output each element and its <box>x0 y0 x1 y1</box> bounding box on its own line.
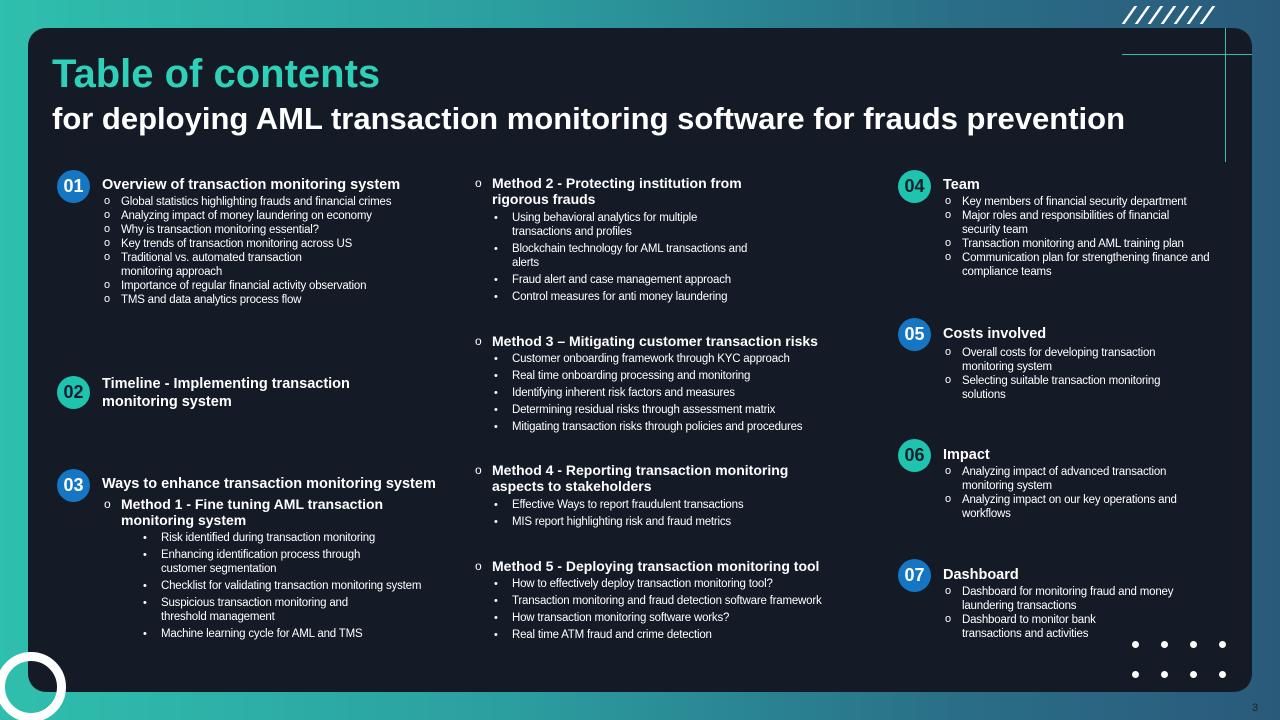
section-title: Dashboard <box>943 567 1019 583</box>
list-item: How to effectively deploy transaction mo… <box>492 577 883 591</box>
list-item: Determining residual risks through asses… <box>492 403 873 417</box>
list-item: Transaction monitoring and AML training … <box>943 236 1223 251</box>
list-item: MIS report highlighting risk and fraud m… <box>492 515 873 529</box>
section-overview: Overview of transaction monitoring syste… <box>102 177 452 307</box>
method-title: Method 3 – Mitigating customer transacti… <box>473 333 873 349</box>
list-item: Suspicious transaction monitoring and th… <box>141 596 381 624</box>
section-items: Overall costs for developing transaction… <box>943 345 1223 402</box>
method-title: Method 1 - Fine tuning AML transaction m… <box>102 496 392 528</box>
section-method-2: Method 2 - Protecting institution from r… <box>473 175 863 307</box>
list-item: Importance of regular financial activity… <box>102 278 452 293</box>
list-item: Risk identified during transaction monit… <box>141 531 451 545</box>
section-number-badge: 02 <box>57 376 90 409</box>
decorative-ring <box>0 652 66 720</box>
list-item: Identifying inherent risk factors and me… <box>492 386 873 400</box>
section-items: Dashboard for monitoring fraud and money… <box>943 584 1223 641</box>
section-number-badge: 06 <box>898 439 931 472</box>
list-item: Communication plan for strengthening fin… <box>943 250 1218 279</box>
decorative-horizontal-line <box>1122 54 1252 55</box>
list-item: Major roles and responsibilities of fina… <box>943 208 1193 237</box>
list-item: Transaction monitoring and fraud detecti… <box>492 594 883 608</box>
section-items: Analyzing impact of advanced transaction… <box>943 464 1223 521</box>
section-title: Overview of transaction monitoring syste… <box>102 177 401 193</box>
method-title: Method 5 - Deploying transaction monitor… <box>473 558 883 574</box>
list-item: Real time ATM fraud and crime detection <box>492 628 883 642</box>
section-items: Global statistics highlighting frauds an… <box>102 194 452 307</box>
method-items: How to effectively deploy transaction mo… <box>492 577 883 642</box>
section-team: Team Key members of financial security d… <box>943 177 1223 279</box>
section-method-4: Method 4 - Reporting transaction monitor… <box>473 462 873 532</box>
method-title: Method 2 - Protecting institution from r… <box>473 175 763 207</box>
list-item: Analyzing impact of money laundering on … <box>102 208 452 223</box>
list-item: TMS and data analytics process flow <box>102 292 452 307</box>
list-item: Analyzing impact on our key operations a… <box>943 492 1188 521</box>
section-method-3: Method 3 – Mitigating customer transacti… <box>473 333 873 437</box>
section-title: Costs involved <box>943 326 1047 342</box>
decorative-slashes <box>1121 6 1224 26</box>
section-costs: Costs involved Overall costs for develop… <box>943 326 1223 402</box>
method-title: Method 4 - Reporting transaction monitor… <box>473 462 803 494</box>
section-impact: Impact Analyzing impact of advanced tran… <box>943 447 1223 521</box>
section-method-5: Method 5 - Deploying transaction monitor… <box>473 558 883 645</box>
list-item: Machine learning cycle for AML and TMS <box>141 627 451 641</box>
section-number-badge: 03 <box>57 469 90 502</box>
method-items: Customer onboarding framework through KY… <box>492 352 873 434</box>
list-item: Overall costs for developing transaction… <box>943 345 1183 374</box>
list-item: Using behavioral analytics for multiple … <box>492 211 742 239</box>
list-item: Dashboard for monitoring fraud and money… <box>943 584 1193 613</box>
method-items: Effective Ways to report fraudulent tran… <box>492 498 873 529</box>
section-title: Impact <box>943 447 990 463</box>
decorative-vertical-line <box>1225 28 1226 162</box>
list-item: Checklist for validating transaction mon… <box>141 579 451 593</box>
list-item: Key trends of transaction monitoring acr… <box>102 236 452 251</box>
section-title: Timeline - Implementing transaction moni… <box>102 376 350 410</box>
section-number-badge: 01 <box>57 170 90 203</box>
list-item: How transaction monitoring software work… <box>492 611 883 625</box>
page-number: 3 <box>1252 702 1259 714</box>
list-item: Enhancing identification process through… <box>141 548 381 576</box>
list-item: Real time onboarding processing and moni… <box>492 369 873 383</box>
section-items: Key members of financial security depart… <box>943 194 1223 279</box>
section-ways-to-enhance: Ways to enhance transaction monitoring s… <box>102 476 452 644</box>
decorative-dots <box>1132 641 1248 678</box>
list-item: Dashboard to monitor bank transactions a… <box>943 612 1143 641</box>
section-number-badge: 04 <box>898 170 931 203</box>
method-items: Risk identified during transaction monit… <box>141 531 451 641</box>
list-item: Mitigating transaction risks through pol… <box>492 420 873 434</box>
section-number-badge: 05 <box>898 318 931 351</box>
list-item: Traditional vs. automated transaction mo… <box>102 250 342 279</box>
page-subtitle: for deploying AML transaction monitoring… <box>52 101 1126 136</box>
list-item: Selecting suitable transaction monitorin… <box>943 373 1163 402</box>
section-dashboard: Dashboard Dashboard for monitoring fraud… <box>943 567 1223 641</box>
list-item: Key members of financial security depart… <box>943 194 1223 209</box>
section-title: Ways to enhance transaction monitoring s… <box>102 476 436 492</box>
section-number-badge: 07 <box>898 559 931 592</box>
list-item: Fraud alert and case management approach <box>492 273 863 287</box>
section-timeline: Timeline - Implementing transaction moni… <box>102 375 372 411</box>
list-item: Control measures for anti money launderi… <box>492 290 863 304</box>
list-item: Global statistics highlighting frauds an… <box>102 194 452 209</box>
page-title: Table of contents <box>52 52 381 96</box>
list-item: Customer onboarding framework through KY… <box>492 352 873 366</box>
section-title: Team <box>943 177 980 193</box>
list-item: Why is transaction monitoring essential? <box>102 222 452 237</box>
method-items: Using behavioral analytics for multiple … <box>492 211 863 304</box>
list-item: Effective Ways to report fraudulent tran… <box>492 498 873 512</box>
list-item: Blockchain technology for AML transactio… <box>492 242 752 270</box>
list-item: Analyzing impact of advanced transaction… <box>943 464 1188 493</box>
